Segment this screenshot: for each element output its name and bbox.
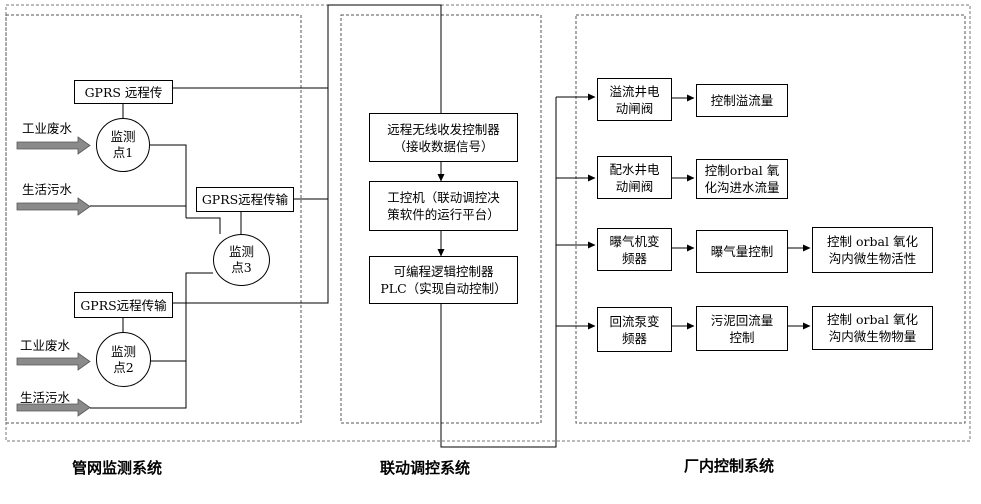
monitoring-point-3: 监测 点3 xyxy=(213,234,270,286)
input-arrows xyxy=(16,136,91,417)
industrial-wastewater-1-arrow xyxy=(16,136,91,155)
domestic-sewage-2-label: 生活污水 xyxy=(20,390,71,405)
ipc-box: 工控机（联动调控决 策软件的运行平台） xyxy=(369,181,518,231)
gprs-bottom-to-trunk-line xyxy=(173,88,329,304)
gprs-middle-box: GPRS远程传输 xyxy=(196,187,294,212)
orbal-inflow-box: 控制orbal 氧 化沟进水流量 xyxy=(696,159,788,199)
industrial-wastewater-1-label: 工业废水 xyxy=(22,121,73,136)
distribution-valve-box: 配水井电 动闸阀 xyxy=(597,156,672,199)
orbal-biomass-box: 控制 orbal 氧化 沟内微生物物量 xyxy=(812,306,933,350)
bus-to-point3-line xyxy=(186,217,221,234)
industrial-wastewater-2-arrow xyxy=(16,352,91,371)
wireless-controller-box: 远程无线收发控制器 （接收数据信号） xyxy=(369,113,518,162)
domestic-sewage-1-label: 生活污水 xyxy=(22,182,73,197)
gprs-top-box: GPRS 远程传 xyxy=(74,80,173,104)
overflow-control-box: 控制溢流量 xyxy=(696,84,788,117)
gprs-bottom-box: GPRS远程传输 xyxy=(74,292,173,318)
plant-caption: 厂内控制系统 xyxy=(684,457,775,475)
point1-to-bus-line xyxy=(150,144,187,218)
linkage-caption: 联动调控系统 xyxy=(380,459,471,477)
arrow-connectors xyxy=(437,93,811,330)
pipe-network-section-box xyxy=(5,14,302,424)
plant-section-box xyxy=(575,14,966,424)
pipe-network-caption: 管网监测系统 xyxy=(72,459,163,477)
aerator-vfd-box: 曝气机变 频器 xyxy=(597,228,672,271)
sludge-return-box: 污泥回流量 控制 xyxy=(696,306,788,351)
connector-lines xyxy=(90,4,557,448)
return-pump-vfd-box: 回流泵变 频器 xyxy=(597,307,672,352)
monitoring-point-1: 监测 点1 xyxy=(96,118,150,172)
aeration-control-box: 曝气量控制 xyxy=(696,230,788,273)
gprs-top-to-linkage-line xyxy=(173,4,442,113)
plc-box: 可编程逻辑控制器 PLC（实现自动控制） xyxy=(369,256,518,304)
point3-to-bus-line xyxy=(185,272,213,289)
plc-to-plant-line xyxy=(440,97,557,448)
industrial-wastewater-2-label: 工业废水 xyxy=(20,338,71,353)
domestic-sewage-2-arrow xyxy=(16,398,91,417)
sewage2-to-bus-line xyxy=(90,361,187,409)
monitoring-point-2: 监测 点2 xyxy=(96,332,151,387)
overflow-valve-box: 溢流井电 动闸阀 xyxy=(597,78,672,121)
orbal-activity-box: 控制 orbal 氧化 沟内微生物活性 xyxy=(812,227,933,273)
domestic-sewage-1-arrow xyxy=(16,197,91,216)
